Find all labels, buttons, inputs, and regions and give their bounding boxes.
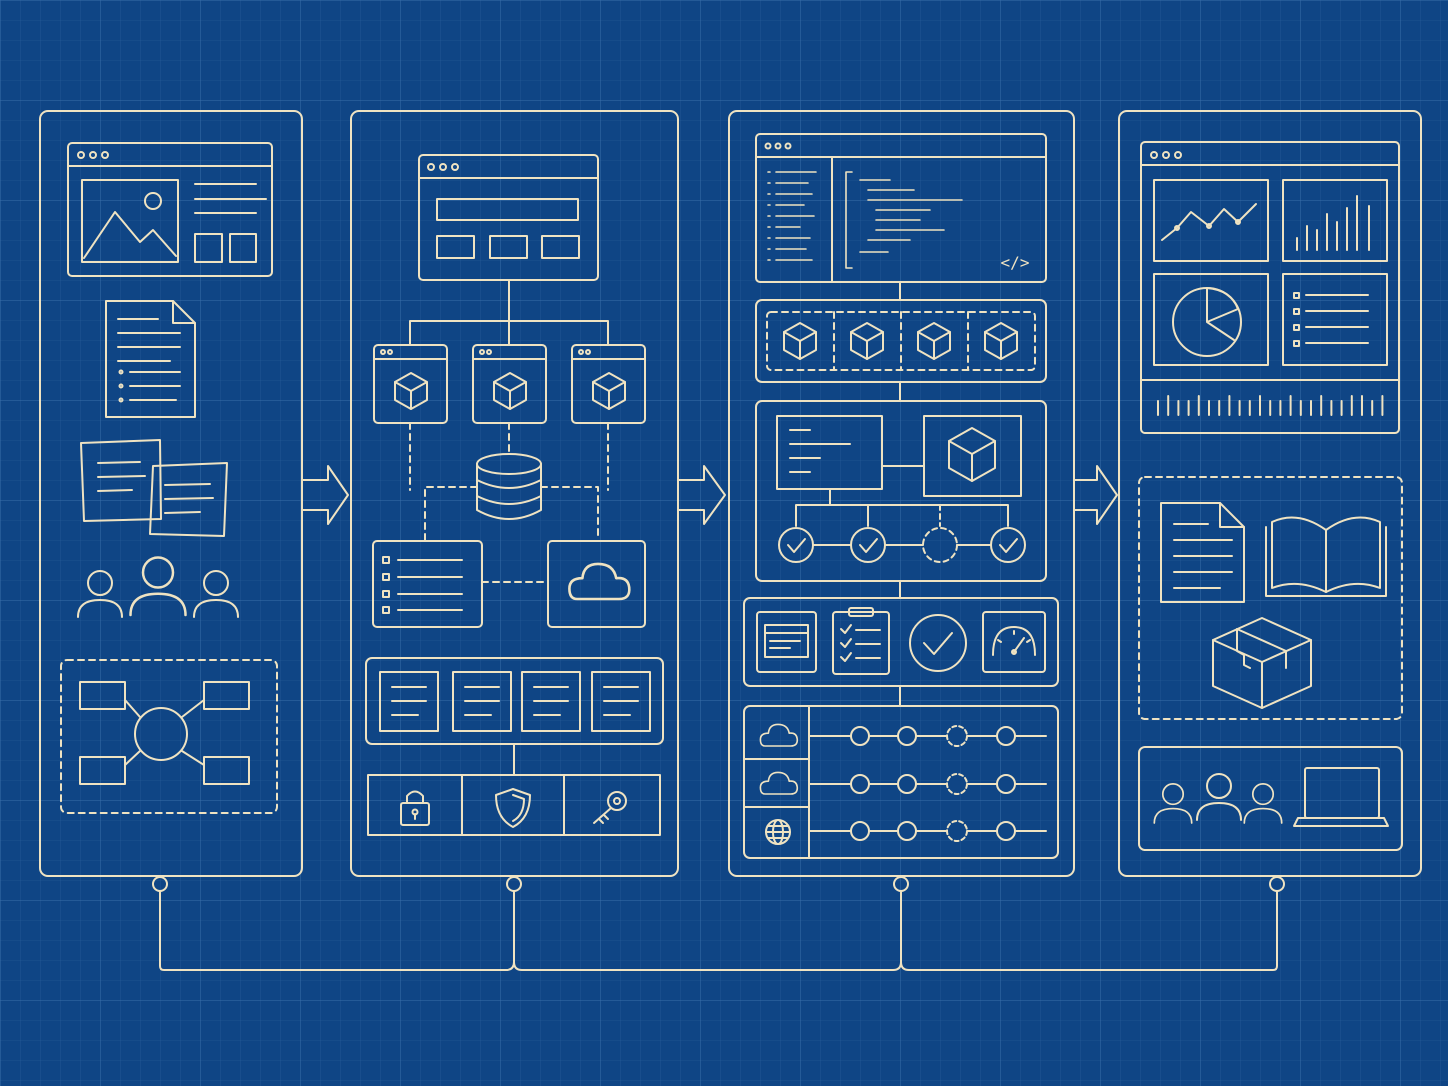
open-book-icon [1265,516,1387,597]
flow-arrow-3 [1073,465,1118,525]
bar-chart-icon [1282,179,1388,262]
dashed-connectors [409,422,609,583]
tools-strip [743,597,1059,687]
bottom-connector [152,876,1285,971]
lock-icon [400,790,430,826]
dashboard-window [1140,141,1400,434]
mind-map-icon [60,659,278,814]
check-circle-icon [909,614,967,672]
process-flow-icon [755,400,1047,582]
browser-window-icon [418,154,599,281]
tree-connector [409,279,609,346]
network-timeline [743,705,1059,859]
sticky-notes-icon [80,439,228,537]
database-icon [476,453,542,520]
cloud-card [547,540,646,628]
list-icon [1282,273,1388,366]
resources-group [1138,476,1403,720]
key-icon [593,791,627,824]
team-bar [1138,746,1403,851]
panel-4 [1118,110,1422,877]
flow-arrow-2 [677,465,726,525]
security-strip [367,774,661,836]
code-editor-icon [755,133,1047,283]
package-icon [1212,617,1312,709]
panel-3: </> [728,110,1075,877]
globe-icon [765,819,791,845]
timeline-ticks [1157,395,1384,416]
browser-window-icon [67,142,273,277]
document-icon [105,300,196,418]
panel-1 [39,110,303,877]
flow-arrow-1 [301,465,349,525]
panel-2 [350,110,679,877]
checklist-icon [832,607,890,675]
laptop-icon [1293,767,1389,827]
document-strip [365,657,664,745]
document-icon [1160,502,1245,603]
shield-icon [495,788,531,828]
gauge-icon [982,611,1046,673]
list-card-icon [372,540,483,628]
pie-chart-icon [1153,273,1269,366]
browser-window-icon [756,611,817,673]
code-tag-label: </> [1001,253,1030,272]
line-chart-icon [1153,179,1269,262]
